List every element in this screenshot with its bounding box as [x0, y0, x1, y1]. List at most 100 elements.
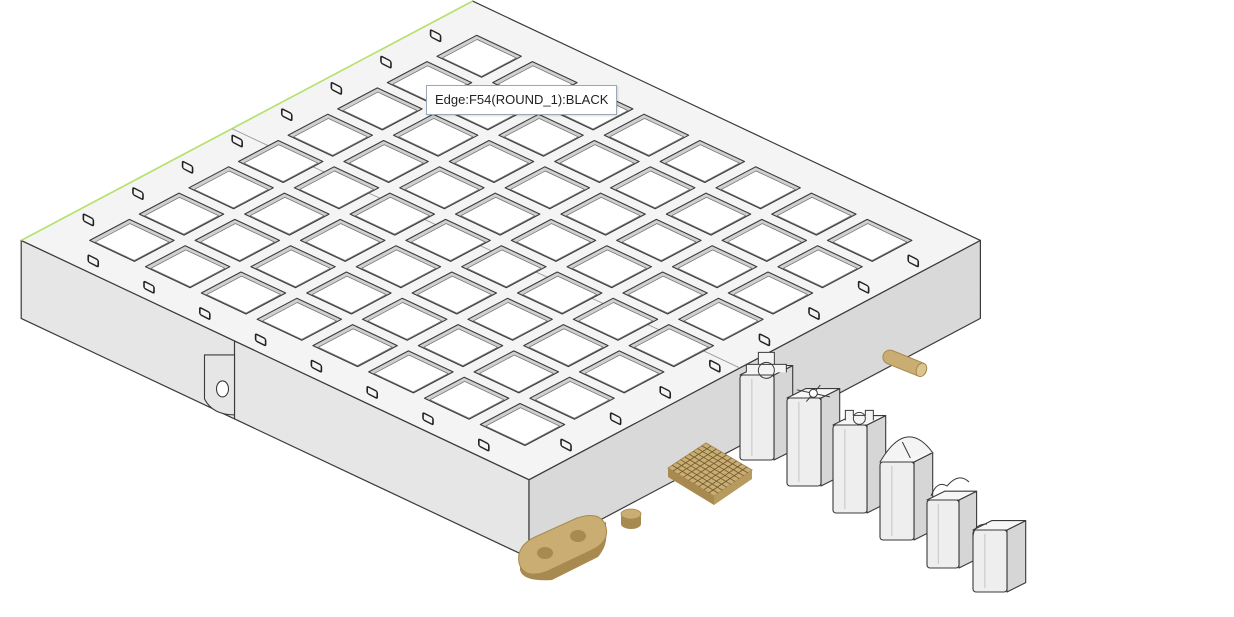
pocket-floor: [665, 144, 740, 182]
file-mark-front: [422, 412, 434, 426]
grid-rib: [708, 466, 748, 494]
rook-blank: [832, 409, 887, 514]
grid-rib: [688, 454, 727, 481]
board-pocket: [560, 192, 646, 236]
pocket-floor: [473, 302, 548, 340]
board-pocket: [138, 192, 225, 236]
knight-blank: [926, 477, 978, 569]
board-pocket: [461, 245, 547, 289]
board-pocket: [498, 113, 584, 157]
rank-mark-left: [181, 160, 194, 174]
pocket-floor: [194, 170, 269, 209]
board-pocket: [603, 113, 690, 157]
stamped-glyph-icon: [132, 187, 144, 200]
pocket-floor: [342, 91, 418, 130]
piece-front: [879, 461, 915, 541]
rank-mark-left: [429, 29, 442, 43]
grid-rib: [672, 445, 712, 472]
board-pocket: [287, 113, 374, 157]
board-pocket: [659, 139, 746, 184]
crown-saddle: [930, 477, 970, 497]
pocket-floor: [262, 302, 337, 340]
file-mark-front: [199, 307, 211, 320]
pocket-floor: [355, 196, 430, 235]
pocket-floor: [442, 39, 517, 77]
pocket-floor: [243, 144, 319, 182]
rank-mark-right: [709, 359, 721, 373]
piece-front: [786, 397, 822, 487]
pawn-blank: [972, 520, 1027, 593]
pocket-floor: [206, 275, 281, 314]
pocket-floor: [721, 170, 796, 209]
pocket-floor: [733, 275, 808, 314]
stamped-glyph-icon: [143, 280, 155, 294]
disc-bottom: [621, 519, 641, 529]
stamped-glyph-icon: [429, 29, 442, 43]
pocket-floor: [423, 328, 498, 366]
pocket-floor: [584, 354, 660, 393]
pocket-floor: [628, 275, 703, 314]
board-pocket: [715, 166, 801, 210]
board-pocket: [250, 245, 336, 289]
pocket-floor: [398, 118, 474, 156]
board-pocket: [665, 192, 752, 236]
pocket-floor: [535, 381, 610, 419]
board-pocket: [727, 271, 814, 315]
accessory-parts: [518, 349, 928, 581]
grid-side-left: [668, 468, 714, 505]
crown-notch: [901, 441, 911, 459]
pocket-floor: [249, 196, 325, 235]
board-pocket: [237, 139, 324, 184]
pocket-floor: [485, 407, 560, 445]
rank-mark-right: [560, 438, 572, 452]
pocket-floor: [144, 196, 219, 235]
stamped-glyph-icon: [478, 438, 490, 452]
rank-mark-right: [857, 280, 870, 294]
board-pocket: [554, 139, 640, 184]
pocket-floor: [94, 223, 170, 261]
board-pocket: [349, 192, 436, 236]
pocket-floor: [367, 302, 443, 340]
board-pocket: [578, 350, 665, 394]
pocket-floor: [566, 196, 641, 235]
pocket-floor: [373, 354, 449, 393]
board-pocket: [467, 297, 553, 341]
board-pocket: [306, 271, 392, 315]
board-pocket: [566, 245, 653, 289]
grid-side-right: [714, 470, 752, 505]
stamped-glyph-icon: [808, 307, 820, 320]
piece-side: [1006, 520, 1027, 593]
board-pocket: [628, 324, 715, 368]
grid-rib: [683, 451, 722, 478]
board-pocket: [529, 376, 615, 420]
pocket-floor: [256, 249, 331, 288]
board-pocket: [510, 218, 597, 262]
chess-piece-blanks: [739, 351, 1027, 593]
rank-mark-left: [231, 134, 243, 148]
stamped-glyph-icon: [366, 386, 379, 399]
board-pocket: [609, 166, 696, 210]
pocket-floor: [200, 223, 275, 261]
crown-ring: [757, 361, 775, 379]
hinge-link-plate: [518, 515, 608, 581]
pocket-floor: [454, 144, 529, 182]
rank-mark-right: [758, 333, 771, 347]
grid-rib: [697, 448, 744, 477]
file-mark-front: [143, 280, 155, 294]
stamped-glyph-icon: [87, 254, 100, 268]
board-pocket: [479, 402, 566, 447]
grid-rib: [680, 459, 727, 488]
board-pocket: [721, 218, 808, 262]
rank-mark-right: [907, 254, 920, 268]
stamped-glyph-icon: [709, 359, 721, 373]
grid-rib: [672, 464, 719, 494]
board-pocket: [399, 166, 485, 210]
pocket-floor: [671, 196, 746, 235]
grid-rib: [678, 448, 717, 475]
rank-mark-left: [280, 108, 293, 122]
pocket-floor: [621, 223, 697, 261]
stamped-glyph-icon: [422, 412, 434, 426]
board-pocket: [368, 350, 454, 394]
pocket-floor: [404, 170, 480, 209]
